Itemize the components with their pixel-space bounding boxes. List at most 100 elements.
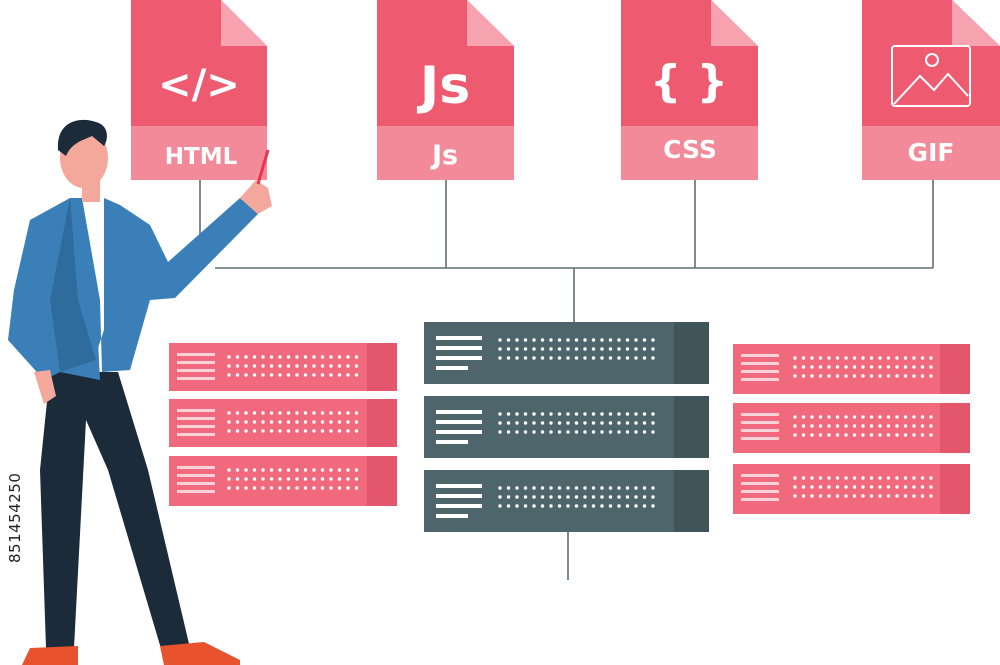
led-dot bbox=[912, 365, 916, 369]
led-dot bbox=[827, 365, 831, 369]
led-dot bbox=[844, 494, 848, 498]
led-dot bbox=[354, 468, 359, 472]
led-dot bbox=[515, 356, 519, 360]
led-dot bbox=[642, 421, 647, 425]
led-dot bbox=[920, 494, 925, 498]
led-dot bbox=[244, 468, 248, 472]
led-dot bbox=[634, 495, 638, 499]
jacket-shade bbox=[50, 198, 96, 372]
led-dot bbox=[227, 486, 231, 490]
server-led-dots bbox=[498, 486, 655, 508]
led-dot bbox=[278, 477, 282, 481]
led-dot bbox=[600, 338, 604, 342]
led-dot bbox=[295, 477, 299, 481]
led-dot bbox=[312, 429, 316, 433]
led-dot bbox=[861, 433, 865, 437]
led-dot bbox=[835, 356, 840, 360]
led-dot bbox=[920, 415, 925, 419]
led-dot bbox=[895, 494, 899, 498]
led-dot bbox=[591, 495, 596, 499]
led-dot bbox=[227, 429, 231, 433]
led-dot bbox=[835, 415, 840, 419]
led-dot bbox=[895, 356, 899, 360]
server-led-dots bbox=[227, 355, 359, 377]
file-label-css: CSS bbox=[663, 135, 717, 164]
led-dot bbox=[506, 356, 511, 360]
led-dot bbox=[252, 468, 257, 472]
led-dot bbox=[244, 364, 248, 368]
file-card-js: Js Js bbox=[377, 0, 514, 180]
led-dot bbox=[793, 365, 797, 369]
led-dot bbox=[617, 356, 621, 360]
led-dot bbox=[532, 347, 536, 351]
led-dot bbox=[878, 415, 882, 419]
file-card-css: { } CSS bbox=[621, 0, 758, 180]
led-dot bbox=[617, 421, 621, 425]
led-dot bbox=[269, 364, 274, 368]
led-dot bbox=[810, 485, 814, 489]
led-dot bbox=[625, 504, 630, 508]
led-dot bbox=[844, 433, 848, 437]
led-dot bbox=[844, 365, 848, 369]
server-led-dots bbox=[793, 476, 933, 498]
led-dot bbox=[903, 494, 908, 498]
led-dot bbox=[337, 411, 342, 415]
led-dot bbox=[312, 420, 316, 424]
led-dot bbox=[523, 504, 528, 508]
led-dot bbox=[818, 494, 823, 498]
led-dot bbox=[337, 468, 342, 472]
led-dot bbox=[793, 415, 797, 419]
led-dot bbox=[346, 486, 350, 490]
led-dot bbox=[651, 412, 655, 416]
led-dot bbox=[261, 420, 265, 424]
led-dot bbox=[278, 420, 282, 424]
led-dot bbox=[920, 365, 925, 369]
led-dot bbox=[801, 365, 806, 369]
led-dot bbox=[844, 415, 848, 419]
led-dot bbox=[801, 476, 806, 480]
led-dot bbox=[557, 412, 562, 416]
led-dot bbox=[651, 421, 655, 425]
led-dot bbox=[303, 420, 308, 424]
lower-hand bbox=[34, 370, 56, 404]
led-dot bbox=[861, 494, 865, 498]
led-dot bbox=[608, 430, 613, 434]
led-dot bbox=[827, 415, 831, 419]
led-dot bbox=[869, 433, 874, 437]
led-dot bbox=[269, 355, 274, 359]
led-dot bbox=[793, 476, 797, 480]
led-dot bbox=[337, 373, 342, 377]
led-dot bbox=[295, 373, 299, 377]
led-dot bbox=[227, 355, 231, 359]
led-dot bbox=[574, 504, 579, 508]
led-dot bbox=[566, 430, 570, 434]
led-dot bbox=[625, 412, 630, 416]
led-dot bbox=[549, 338, 553, 342]
led-dot bbox=[903, 415, 908, 419]
led-dot bbox=[515, 486, 519, 490]
led-dot bbox=[329, 468, 333, 472]
led-dot bbox=[498, 356, 502, 360]
led-dot bbox=[852, 424, 857, 428]
led-dot bbox=[515, 495, 519, 499]
led-dot bbox=[878, 433, 882, 437]
led-dot bbox=[818, 374, 823, 378]
led-dot bbox=[278, 373, 282, 377]
led-dot bbox=[252, 486, 257, 490]
led-dot bbox=[557, 486, 562, 490]
led-dot bbox=[895, 433, 899, 437]
led-dot bbox=[912, 485, 916, 489]
led-dot bbox=[600, 504, 604, 508]
led-dot bbox=[506, 495, 511, 499]
led-dot bbox=[642, 412, 647, 416]
led-dot bbox=[312, 486, 316, 490]
led-dot bbox=[532, 495, 536, 499]
led-dot bbox=[600, 495, 604, 499]
led-dot bbox=[278, 411, 282, 415]
led-dot bbox=[566, 421, 570, 425]
led-dot bbox=[523, 412, 528, 416]
led-dot bbox=[600, 430, 604, 434]
led-dot bbox=[878, 485, 882, 489]
led-dot bbox=[549, 504, 553, 508]
led-dot bbox=[583, 486, 587, 490]
